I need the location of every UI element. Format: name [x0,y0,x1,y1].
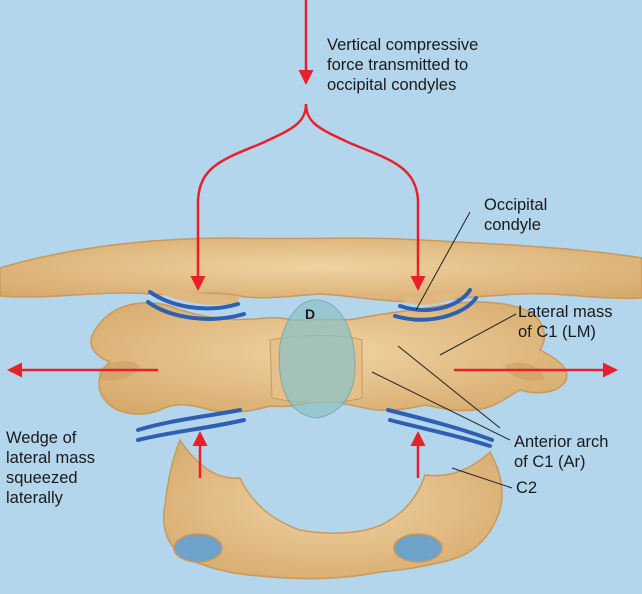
dens [279,300,355,418]
dens-label: D [305,306,315,322]
left-vertebral-foramen [174,534,222,562]
occipital-bone [0,238,642,302]
occipital-condyle-label: Occipital condyle [484,195,547,235]
force-label: Vertical compressive force transmitted t… [327,35,478,95]
wedge-label: Wedge of lateral mass squeezed laterally [6,428,95,508]
lateral-mass-label: Lateral mass of C1 (LM) [518,302,612,342]
c2-label: C2 [516,478,537,498]
right-vertebral-foramen [394,534,442,562]
anterior-arch-label: Anterior arch of C1 (Ar) [514,432,608,472]
